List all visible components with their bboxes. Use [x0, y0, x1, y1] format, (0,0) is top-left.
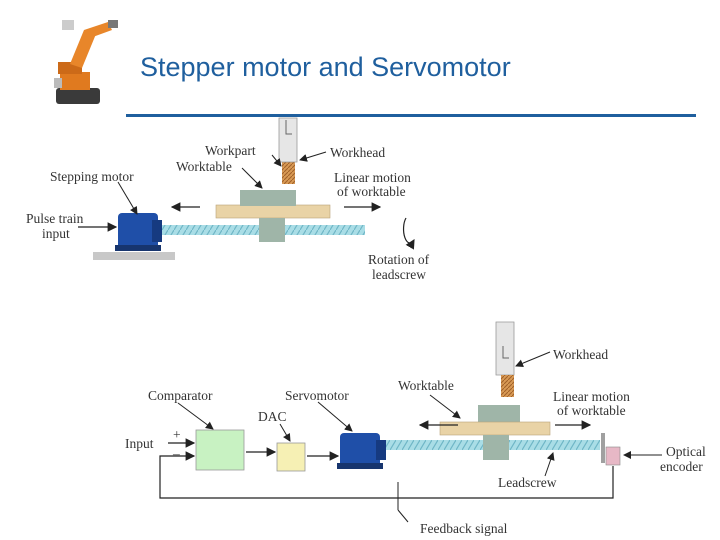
worktable: [215, 204, 331, 219]
comparator-box: [195, 429, 245, 471]
label-dac: DAC: [258, 409, 287, 424]
label-worktable: Worktable: [176, 159, 232, 174]
label-rotation-2: leadscrew: [372, 267, 426, 282]
label-pulse-train-2: input: [42, 226, 70, 241]
worktable: [439, 421, 551, 436]
servo-diagram: Workhead Worktable Comparator Servomotor…: [125, 321, 706, 536]
label-linear-motion-1: Linear motion: [553, 389, 630, 404]
label-input: Input: [125, 436, 154, 451]
label-linear-motion-2: of worktable: [337, 184, 406, 199]
dac-box: [276, 442, 306, 472]
label-workhead: Workhead: [330, 145, 385, 160]
label-worktable: Worktable: [398, 378, 454, 393]
label-linear-motion-1: Linear motion: [334, 170, 411, 185]
label-plus: +: [173, 427, 181, 442]
workhead: [495, 321, 515, 376]
base-plate: [93, 252, 175, 260]
stepper-diagram: Workpart Worktable Workhead Stepping mot…: [26, 117, 430, 282]
optical-encoder: [605, 446, 621, 466]
label-feedback: Feedback signal: [420, 521, 508, 536]
title-underline: [126, 114, 696, 117]
workhead: [278, 117, 298, 163]
label-workpart: Workpart: [205, 143, 256, 158]
label-comparator: Comparator: [148, 388, 213, 403]
label-servomotor: Servomotor: [285, 388, 349, 403]
nut: [259, 218, 285, 242]
servomotor: [337, 433, 386, 469]
label-minus: –: [172, 446, 180, 461]
label-rotation-1: Rotation of: [368, 252, 430, 267]
stepping-motor: [115, 213, 162, 251]
carriage: [240, 190, 296, 206]
nut: [483, 435, 509, 460]
encoder-disc: [601, 433, 605, 463]
label-linear-motion-2: of worktable: [557, 403, 626, 418]
carriage: [478, 405, 520, 422]
workpart: [501, 375, 514, 397]
label-pulse-train-1: Pulse train: [26, 211, 84, 226]
label-optical-2: encoder: [660, 459, 703, 474]
label-leadscrew: Leadscrew: [498, 475, 557, 490]
label-optical-1: Optical: [666, 444, 706, 459]
label-workhead: Workhead: [553, 347, 608, 362]
slide-title: Stepper motor and Servomotor: [140, 52, 511, 82]
label-stepping-motor: Stepping motor: [50, 169, 134, 184]
workpart: [282, 162, 295, 184]
